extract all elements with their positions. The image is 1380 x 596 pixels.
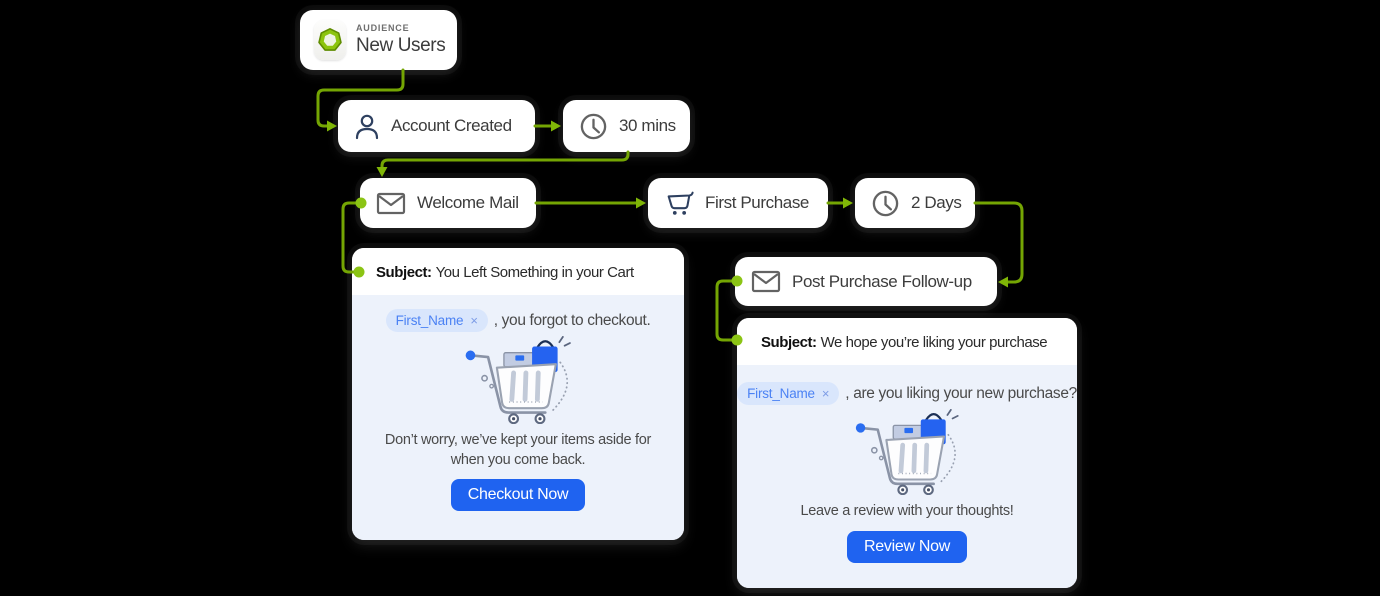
merge-tag-label: First_Name	[747, 386, 815, 401]
node-welcome-mail[interactable]: Welcome Mail	[360, 178, 536, 228]
node-post-purchase-follow-up[interactable]: Post Purchase Follow-up	[735, 257, 997, 306]
email-preview-post-purchase: Subject:We hope you’re liking your purch…	[737, 318, 1077, 588]
chip-remove-icon[interactable]: ×	[821, 386, 830, 401]
merge-tag-label: First_Name	[395, 313, 464, 328]
node-label: First Purchase	[705, 193, 809, 212]
merge-tag-chip[interactable]: First_Name ×	[737, 382, 840, 405]
email-subject: Subject:You Left Something in your Cart	[352, 248, 684, 295]
clock-icon	[872, 190, 899, 216]
greeting-text: , are you liking your new purchase?	[845, 384, 1077, 402]
connector-delay1-to-email1	[376, 150, 630, 177]
connector-email1-to-goal	[534, 197, 646, 209]
cart-icon	[667, 191, 694, 215]
email-subject: Subject:We hope you’re liking your purch…	[737, 318, 1077, 365]
connector-goal-to-delay2	[826, 197, 853, 209]
clock-icon	[580, 113, 607, 139]
email-preview-cart-abandon: Subject:You Left Something in your Cart …	[352, 248, 684, 540]
email-body: First_Name × , you forgot to checkout.	[352, 295, 684, 540]
subject-label: Subject:	[376, 264, 432, 281]
shopping-cart-illustration	[465, 336, 571, 425]
email-body: First_Name × , are you liking your new p…	[737, 365, 1077, 588]
envelope-icon	[751, 270, 781, 293]
subject-text: You Left Something in your Cart	[435, 264, 635, 281]
greeting-text: , you forgot to checkout.	[493, 311, 651, 329]
merge-tag-chip[interactable]: First_Name ×	[385, 309, 488, 332]
envelope-icon	[376, 192, 406, 214]
checkout-now-button[interactable]: Checkout Now	[450, 479, 586, 512]
node-label: 30 mins	[619, 116, 676, 135]
node-first-purchase[interactable]: First Purchase	[648, 178, 828, 228]
node-account-created[interactable]: Account Created	[338, 100, 535, 152]
shopping-cart-illustration	[855, 409, 959, 496]
email-body-text: Leave a review with your thoughts!	[800, 503, 1014, 519]
node-audience-new-users[interactable]: AUDIENCE New Users	[300, 10, 457, 70]
review-now-button[interactable]: Review Now	[847, 530, 967, 563]
node-label: Post Purchase Follow-up	[792, 271, 972, 291]
subject-text: We hope you’re liking your purchase	[820, 334, 1048, 351]
node-label: Account Created	[391, 116, 512, 135]
node-delay-30-mins[interactable]: 30 mins	[563, 100, 690, 152]
email-body-text: Don’t worry, we’ve kept your items aside…	[384, 432, 652, 468]
audience-label: New Users	[356, 34, 446, 56]
person-icon	[355, 114, 379, 139]
node-label: 2 Days	[911, 193, 962, 212]
audience-eyebrow: AUDIENCE	[356, 22, 410, 33]
chip-remove-icon[interactable]: ×	[470, 313, 478, 328]
node-delay-2-days[interactable]: 2 Days	[855, 178, 975, 228]
audience-logo-icon	[314, 20, 346, 60]
node-label: Welcome Mail	[417, 193, 519, 212]
subject-label: Subject:	[761, 334, 817, 351]
connector-trigger-to-delay1	[533, 120, 561, 132]
